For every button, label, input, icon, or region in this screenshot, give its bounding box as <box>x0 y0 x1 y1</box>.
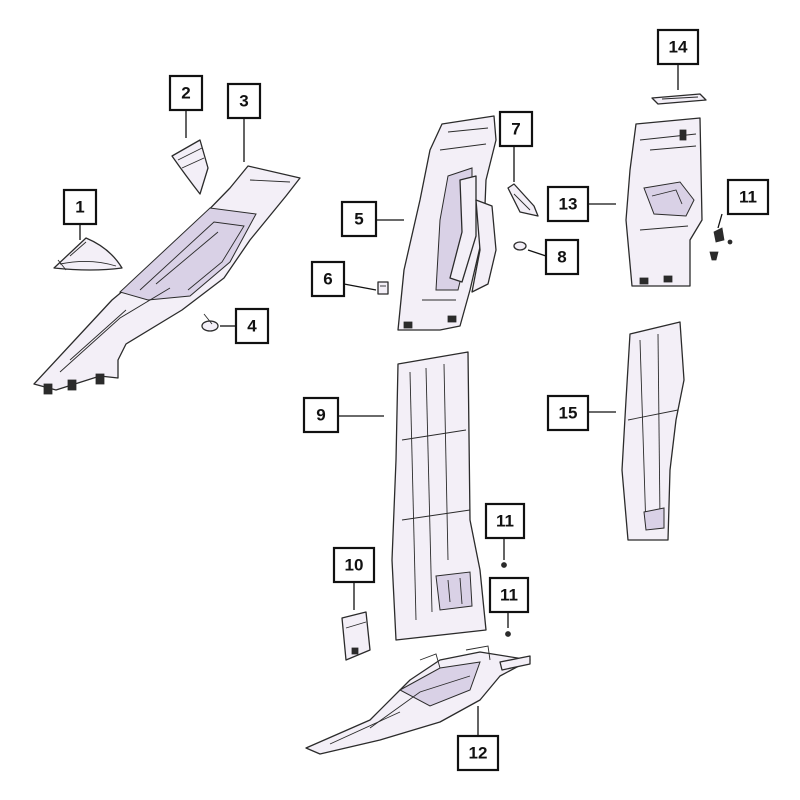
callout-3-label: 3 <box>239 92 248 111</box>
callout-4-label: 4 <box>247 317 257 336</box>
callout-4: 4 <box>234 307 270 345</box>
callout-3: 3 <box>226 82 262 120</box>
callout-11-middle: 11 <box>484 502 526 540</box>
callout-13-label: 13 <box>559 195 578 214</box>
callout-1-label: 1 <box>75 198 84 217</box>
callout-8: 8 <box>544 238 580 276</box>
callout-11-lower-label: 11 <box>500 586 518 605</box>
part-15-lower-c-pillar-trim <box>621 321 685 541</box>
part-14-emblem <box>651 93 707 105</box>
part-3-a-pillar-trim <box>33 165 301 395</box>
callout-15-label: 15 <box>559 404 578 423</box>
part-1-trim-cap <box>53 237 123 271</box>
part-11-fastener-lower <box>505 631 511 637</box>
callout-8-label: 8 <box>557 248 566 267</box>
leader-6 <box>343 283 377 291</box>
leader-8 <box>527 249 547 257</box>
part-6-clip <box>377 281 389 295</box>
callout-5-label: 5 <box>354 210 363 229</box>
callout-1: 1 <box>62 188 98 226</box>
callout-2: 2 <box>168 74 204 112</box>
leader-11a <box>717 213 723 229</box>
part-10-cover <box>341 611 371 661</box>
part-7-bracket <box>507 183 539 217</box>
part-2-wedge-piece <box>171 139 209 195</box>
callout-9-label: 9 <box>316 406 325 425</box>
callout-12-label: 12 <box>469 744 488 763</box>
callout-12: 12 <box>456 734 500 772</box>
callout-7: 7 <box>498 110 534 148</box>
callout-5: 5 <box>340 200 378 238</box>
callout-11-right-label: 11 <box>739 188 757 207</box>
part-9-b-pillar-lower-trim <box>391 351 487 641</box>
callout-9: 9 <box>302 396 340 434</box>
callout-14-label: 14 <box>669 38 688 57</box>
callout-7-label: 7 <box>511 120 520 139</box>
callout-10-label: 10 <box>345 556 364 575</box>
callout-13: 13 <box>546 185 590 223</box>
callout-6-label: 6 <box>323 270 332 289</box>
callout-11-lower: 11 <box>488 576 530 614</box>
part-13-c-pillar-trim <box>625 117 703 287</box>
part-8-push-pin <box>513 241 527 251</box>
part-11-fastener-right <box>709 227 733 261</box>
callout-14: 14 <box>656 28 700 66</box>
callout-15: 15 <box>546 394 590 432</box>
callout-6: 6 <box>310 260 346 298</box>
callout-10: 10 <box>332 546 376 584</box>
callout-2-label: 2 <box>181 84 190 103</box>
callout-11-middle-label: 11 <box>496 512 514 531</box>
part-5-b-pillar-upper-trim <box>397 115 497 331</box>
part-4-screw <box>201 313 219 332</box>
callout-11-right: 11 <box>726 178 770 216</box>
part-12-sill-plate <box>305 645 531 755</box>
part-11-fastener-middle <box>501 562 507 568</box>
